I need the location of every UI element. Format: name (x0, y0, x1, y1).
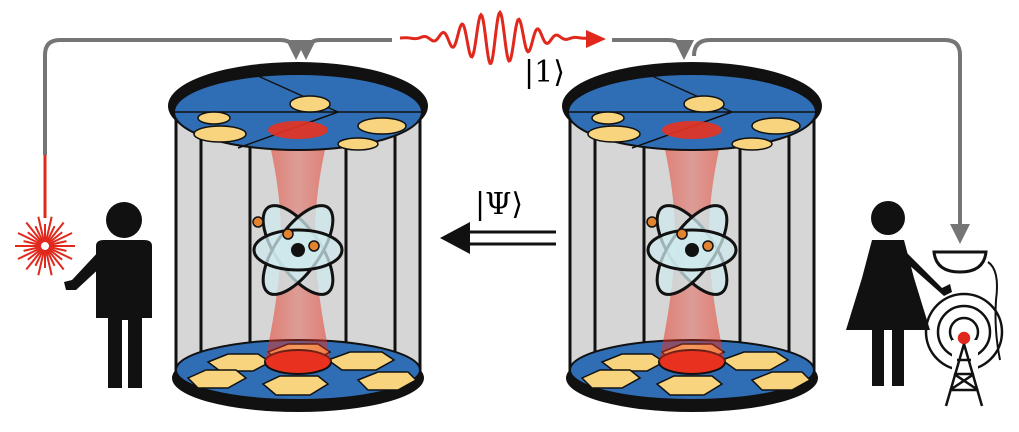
photon-wavepacket (399, 9, 591, 65)
laser-ray (44, 249, 53, 276)
state-transfer-arrow (440, 222, 556, 254)
laser-starburst-icon (15, 216, 75, 276)
photodetector-icon (932, 250, 1001, 361)
laser-ray (46, 221, 65, 244)
laser-ray (47, 231, 63, 245)
laser-ray (27, 231, 43, 245)
laser-ray (45, 249, 56, 267)
man-icon (64, 202, 152, 388)
laser-ray (34, 249, 45, 267)
laser-ray (44, 216, 53, 243)
laser-ray (23, 245, 42, 252)
laser-ray (37, 216, 46, 243)
laser-ray (47, 247, 63, 261)
left-photon-wire (296, 38, 392, 60)
right-ion-trap-chamber (560, 60, 824, 414)
laser-ray (48, 240, 67, 247)
transfer-state-label: |Ψ⟩ (475, 187, 523, 222)
laser-ray (46, 248, 65, 271)
laser-ray (25, 248, 44, 271)
left-return-wire (43, 38, 306, 155)
laser-ray (25, 221, 44, 244)
photon-state-label: |1⟩ (524, 55, 565, 90)
right-detector-wire (692, 38, 970, 244)
laser-ray (17, 232, 42, 246)
laser-ray (17, 246, 42, 260)
right-photon-wire (612, 38, 694, 60)
woman-icon (846, 201, 952, 386)
laser-ray (48, 246, 73, 260)
laser-ray (48, 245, 67, 252)
laser-ray (37, 249, 46, 276)
photon-arrowhead (586, 30, 606, 48)
left-ion-trap-chamber (166, 60, 430, 414)
laser-ray (45, 225, 56, 243)
laser-ray (34, 225, 45, 243)
radio-tower-icon (924, 292, 1004, 410)
laser-ray (27, 247, 43, 261)
laser-ray (23, 240, 42, 247)
laser-ray (48, 232, 73, 246)
